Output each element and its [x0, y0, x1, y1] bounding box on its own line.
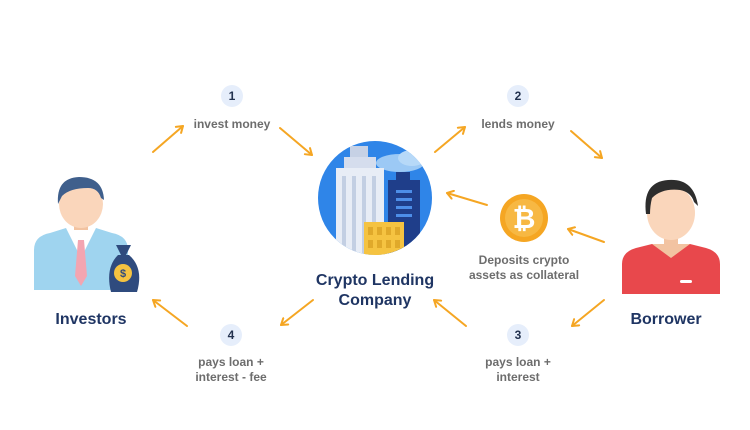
arrow-step2-to-borrower [570, 130, 603, 159]
arrow-step4-to-investor [152, 299, 188, 327]
collateral-label: Deposits crypto assets as collateral [468, 253, 580, 282]
svg-text:$: $ [120, 268, 126, 280]
investors-title: Investors [55, 311, 127, 328]
step-4-label: pays loan + interest - fee [195, 355, 267, 384]
borrower-title: Borrower [630, 311, 702, 328]
step-3-label: pays loan + interest [485, 355, 551, 384]
svg-text:₿: ₿ [513, 202, 536, 235]
company-title: Crypto Lending Company [315, 272, 435, 309]
arrow-company-to-step2 [434, 126, 466, 153]
city-buildings-icon [318, 141, 432, 255]
arrow-investor-to-step1 [152, 125, 184, 153]
step-1-badge: 1 [221, 85, 243, 107]
arrow-step3-to-company [433, 299, 467, 327]
step-2-badge: 2 [507, 85, 529, 107]
bitcoin-icon: ₿ [500, 194, 548, 242]
money-bag-icon: $ [109, 245, 140, 292]
step-3-badge: 3 [507, 324, 529, 346]
arrow-borrower-to-step3 [571, 299, 605, 327]
arrow-step1-to-company [279, 127, 313, 156]
step-1-label: invest money [193, 117, 271, 131]
borrower-person-icon [622, 179, 720, 294]
arrow-bitcoin-to-company [446, 189, 488, 206]
step-4-badge: 4 [220, 324, 242, 346]
investor-person-icon [34, 177, 128, 290]
arrow-borrower-to-bitcoin [567, 226, 605, 243]
flow-arrows [152, 125, 605, 327]
step-2-label: lends money [481, 117, 555, 131]
arrow-company-to-step4 [280, 299, 314, 326]
